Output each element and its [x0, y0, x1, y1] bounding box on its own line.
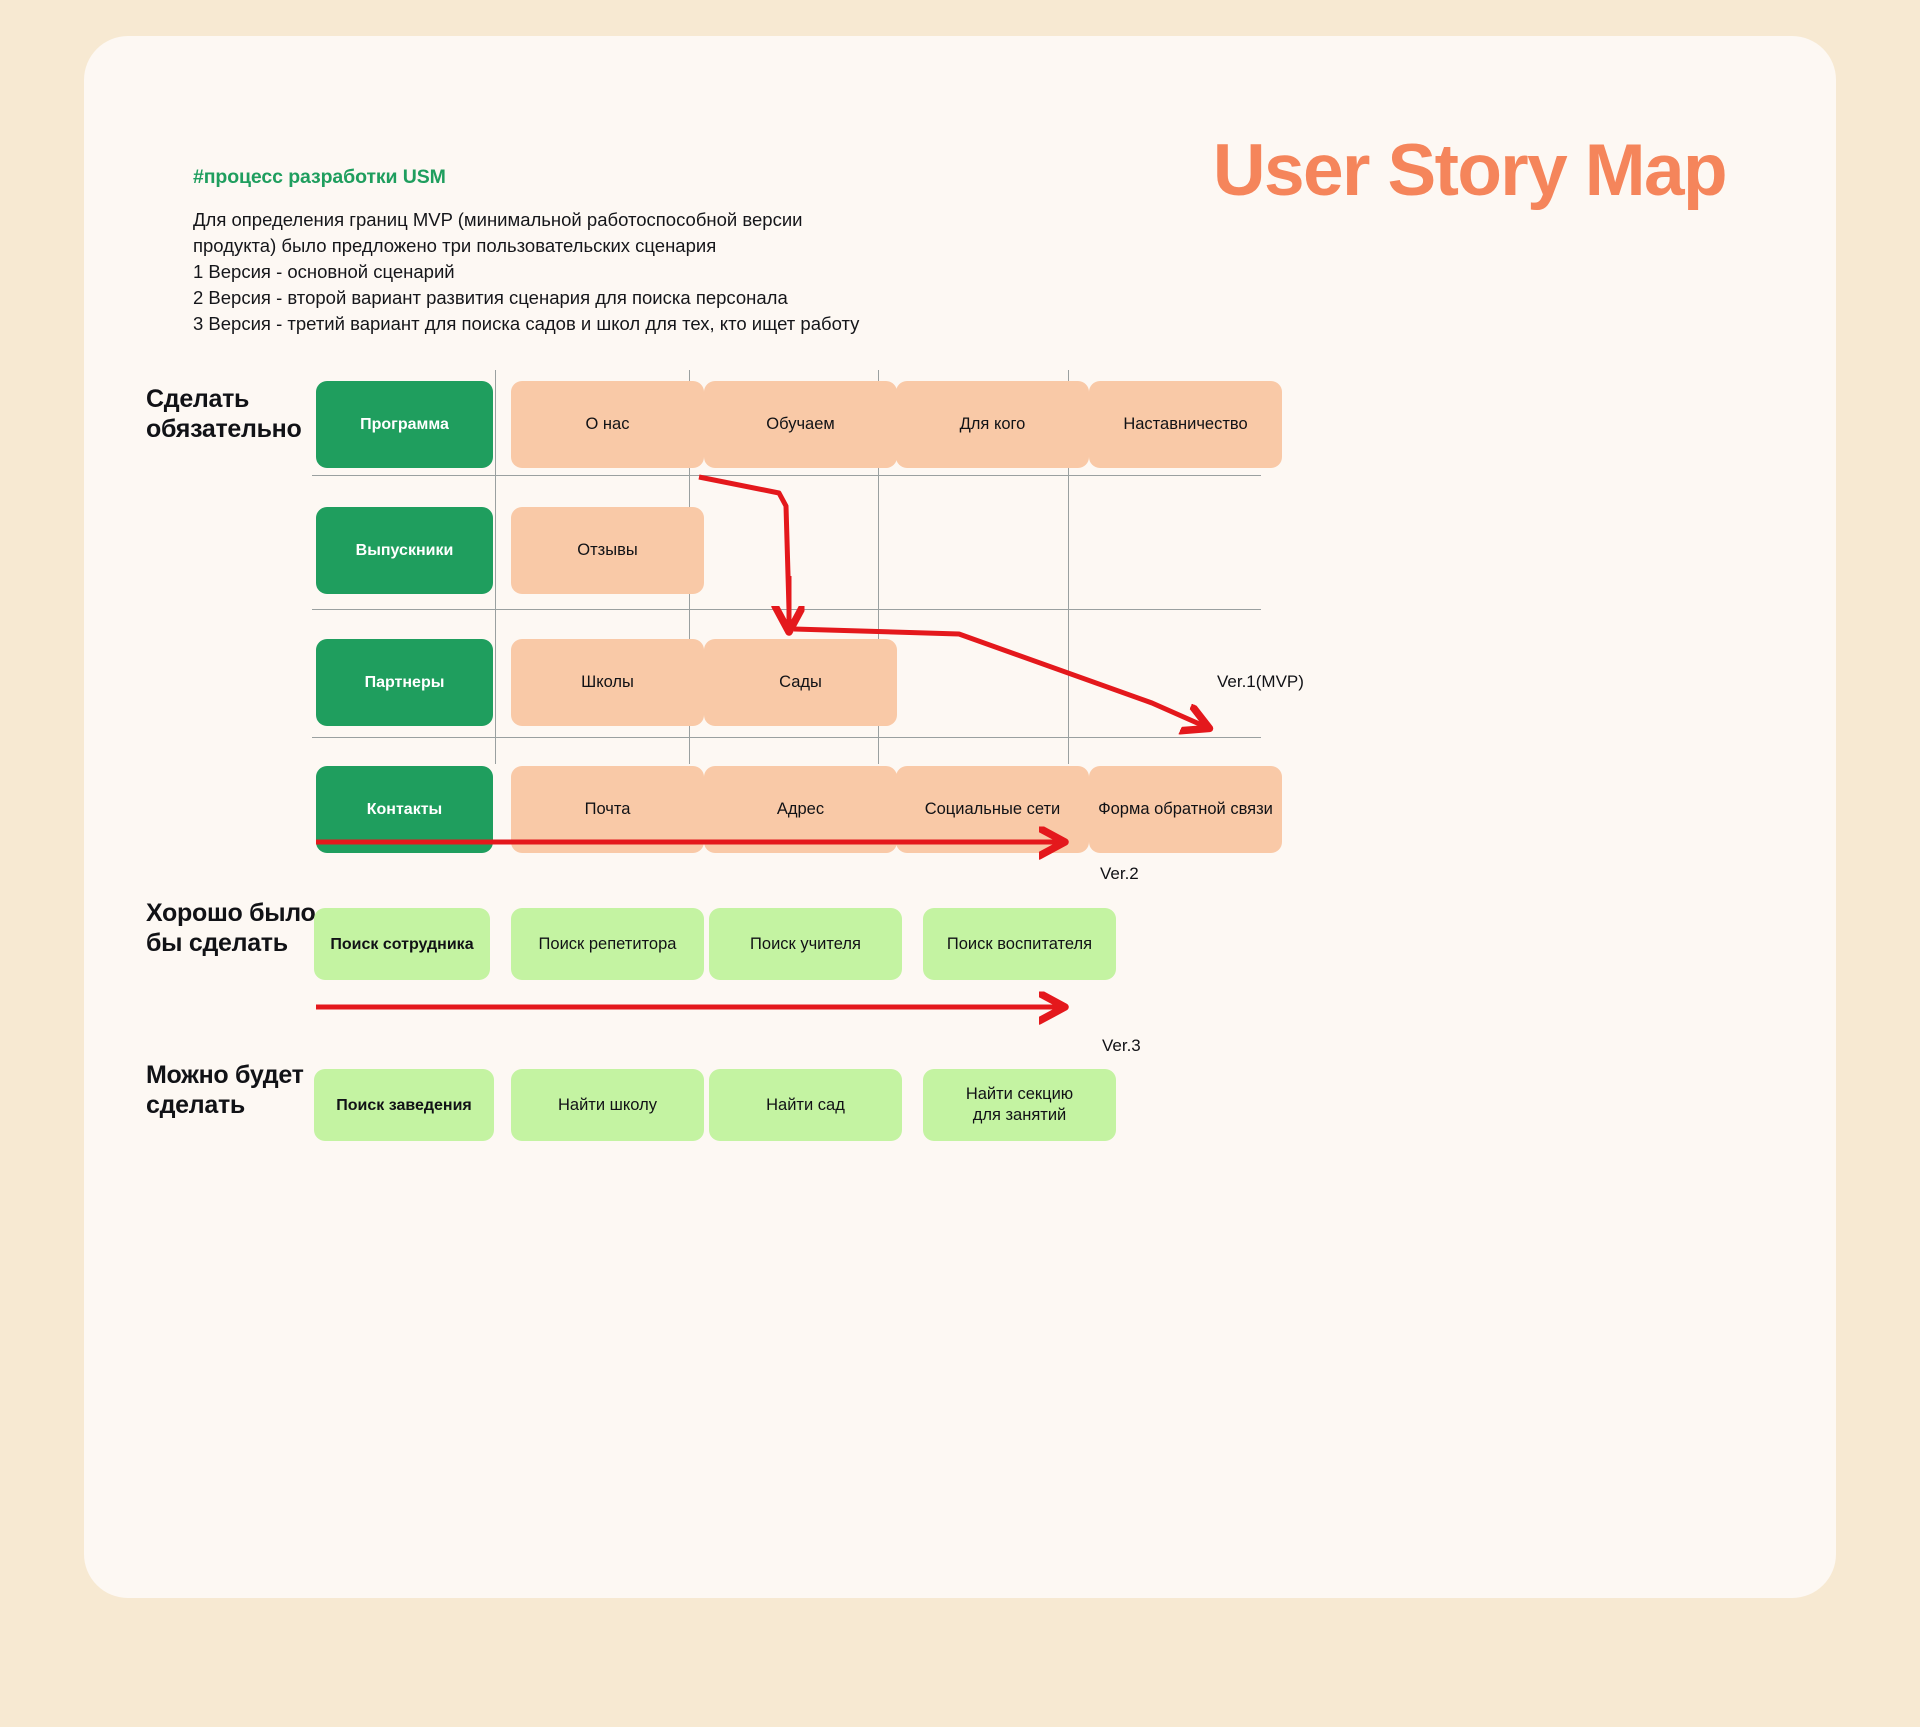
board-surface: #процесс разработки USM Для определения …	[84, 36, 1836, 1598]
task-card-o-nas[interactable]: О нас	[511, 381, 704, 468]
opportunity-card-poisk-uchitelya[interactable]: Поиск учителя	[709, 908, 902, 980]
opportunity-card-poisk-vospitatelya[interactable]: Поиск воспитателя	[923, 908, 1116, 980]
intro-line-1: Для определения границ MVP (минимальной …	[193, 209, 803, 230]
grid-hline-3	[312, 737, 1261, 738]
activity-card-programma[interactable]: Программа	[316, 381, 493, 468]
idea-card-poisk-zavedeniya[interactable]: Поиск заведения	[314, 1069, 494, 1141]
task-card-nastavnichestvo[interactable]: Наставничество	[1089, 381, 1282, 468]
grid-hline-2	[312, 609, 1261, 610]
task-card-otzyvy[interactable]: Отзывы	[511, 507, 704, 594]
idea-card-nayti-sekciyu[interactable]: Найти секцию для занятий	[923, 1069, 1116, 1141]
task-card-socialnye-seti[interactable]: Социальные сети	[896, 766, 1089, 853]
intro-line-2: продукта) было предложено три пользовате…	[193, 235, 717, 256]
section-label-could-have: Можно будет сделать	[146, 1061, 304, 1119]
activity-card-kontakty[interactable]: Контакты	[316, 766, 493, 853]
version-label-ver1: Ver.1(MVP)	[1217, 672, 1304, 691]
section-label-should-have: Хорошо было бы сделать	[146, 899, 316, 957]
activity-card-partnery[interactable]: Партнеры	[316, 639, 493, 726]
grid-vline-4	[1068, 370, 1069, 764]
activity-card-vypuskniki[interactable]: Выпускники	[316, 507, 493, 594]
task-card-pochta[interactable]: Почта	[511, 766, 704, 853]
idea-card-nayti-shkolu[interactable]: Найти школу	[511, 1069, 704, 1141]
story-map-grid: Сделать обязательно Программа О нас Обуч…	[84, 36, 1836, 1598]
intro-block: #процесс разработки USM Для определения …	[193, 166, 993, 337]
task-card-forma-obratnoy-svyazi[interactable]: Форма обратной связи	[1089, 766, 1282, 853]
intro-line-4: 2 Версия - второй вариант развития сцена…	[193, 287, 788, 308]
page-title: User Story Map	[1212, 130, 1728, 211]
task-card-obuchaem[interactable]: Обучаем	[704, 381, 897, 468]
arrow-ver1-segment-a	[698, 474, 792, 610]
task-card-dlya-kogo[interactable]: Для кого	[896, 381, 1089, 468]
opportunity-card-poisk-sotrudnika[interactable]: Поиск сотрудника	[314, 908, 490, 980]
task-card-adres[interactable]: Адрес	[704, 766, 897, 853]
version-label-ver2: Ver.2	[1100, 864, 1139, 883]
version-label-ver3: Ver.3	[1102, 1036, 1141, 1055]
intro-line-5: 3 Версия - третий вариант для поиска сад…	[193, 313, 860, 334]
hashtag-label: #процесс разработки USM	[193, 166, 446, 188]
grid-hline-1	[312, 475, 1261, 476]
opportunity-card-poisk-repetitora[interactable]: Поиск репетитора	[511, 908, 704, 980]
grid-vline-3	[878, 370, 879, 764]
task-card-sady[interactable]: Сады	[704, 639, 897, 726]
intro-line-3: 1 Версия - основной сценарий	[193, 261, 455, 282]
grid-vline-1	[495, 370, 496, 764]
idea-card-nayti-sad[interactable]: Найти сад	[709, 1069, 902, 1141]
section-label-must-have: Сделать обязательно	[146, 385, 302, 443]
task-card-shkoly[interactable]: Школы	[511, 639, 704, 726]
